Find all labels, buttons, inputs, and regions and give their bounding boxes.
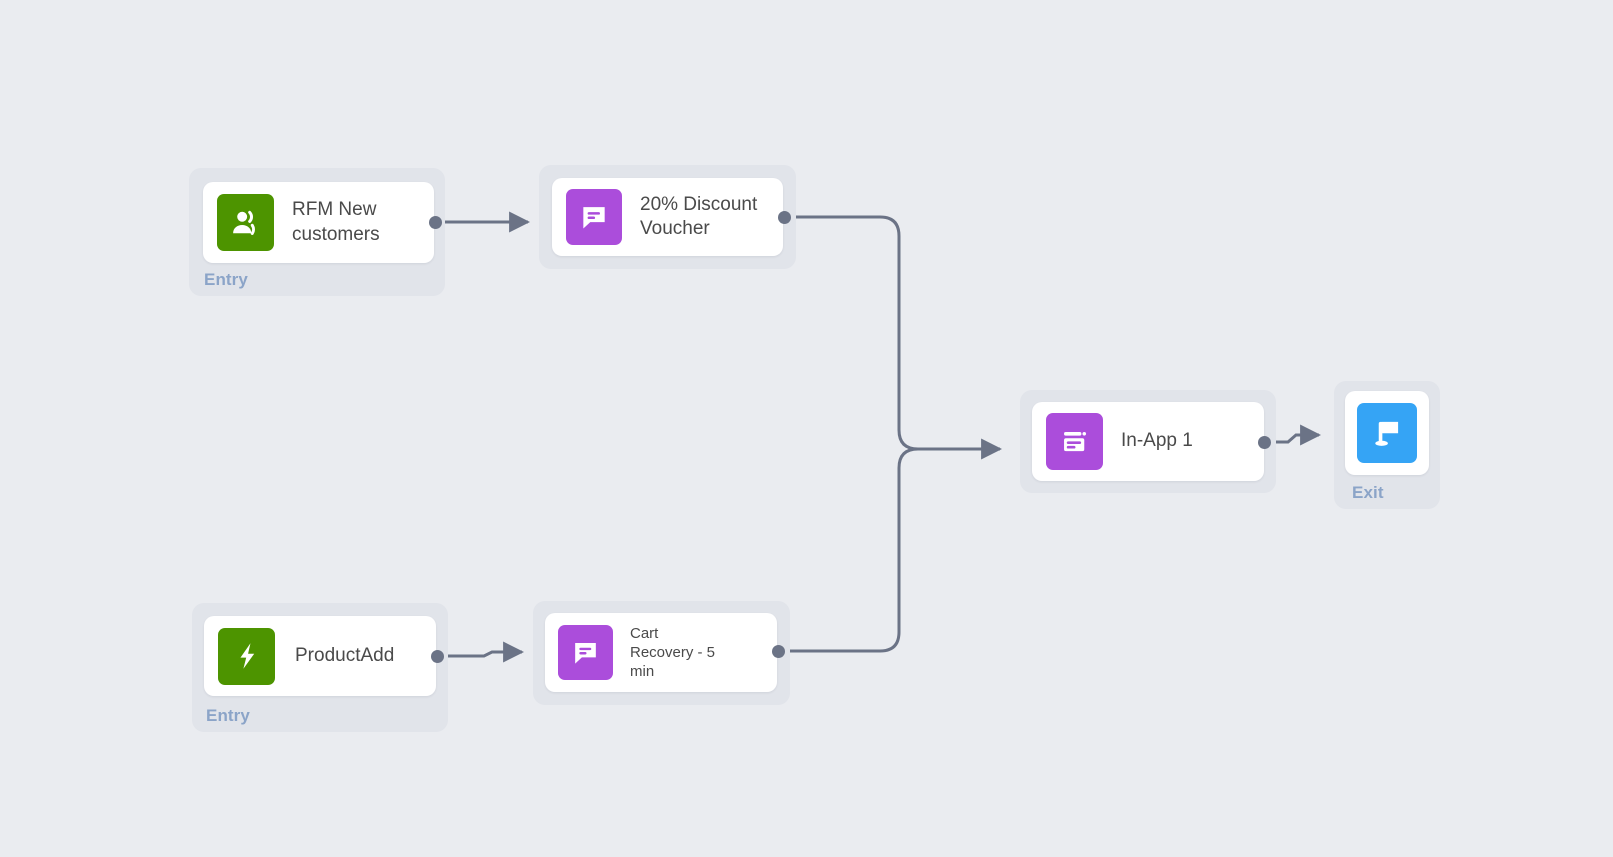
edge-cartrecovery-to-inapp [786,447,1000,653]
node-card-exit[interactable] [1345,391,1429,475]
node-card-rfm-new-customers[interactable]: RFM New customers [203,182,434,263]
node-card-product-add[interactable]: ProductAdd [204,616,436,696]
edge-inapp-to-exit [1272,424,1322,446]
people-group-icon [217,194,274,251]
output-port-product-add[interactable] [431,650,444,663]
node-label-discount-voucher: 20% Discount Voucher [640,193,758,239]
group-caption-entry-product-add: Entry [206,706,250,725]
edge-discount-to-inapp [792,215,1003,460]
node-card-cart-recovery[interactable]: Cart Recovery - 5 min [545,613,777,692]
in-app-window-icon [1046,413,1103,470]
node-label-cart-recovery: Cart Recovery - 5 min [630,624,716,681]
lightning-bolt-icon [218,627,275,685]
group-caption-exit: Exit [1352,483,1384,502]
flag-icon [1357,403,1417,463]
node-label-product-add: ProductAdd [295,644,395,666]
edge-productadd-to-cartrecovery [445,641,525,663]
output-port-discount-voucher[interactable] [778,211,791,224]
node-label-rfm-new-customers: RFM New customers [292,199,380,245]
output-port-in-app-1[interactable] [1258,436,1271,449]
node-label-in-app-1: In-App 1 [1121,430,1193,452]
output-port-cart-recovery[interactable] [772,645,785,658]
group-caption-entry-rfm: Entry [204,270,248,289]
message-bubble-icon [558,625,613,680]
output-port-rfm-new-customers[interactable] [429,216,442,229]
message-bubble-icon [566,189,622,245]
node-card-discount-voucher[interactable]: 20% Discount Voucher [552,178,783,256]
node-card-in-app-1[interactable]: In-App 1 [1032,402,1264,481]
